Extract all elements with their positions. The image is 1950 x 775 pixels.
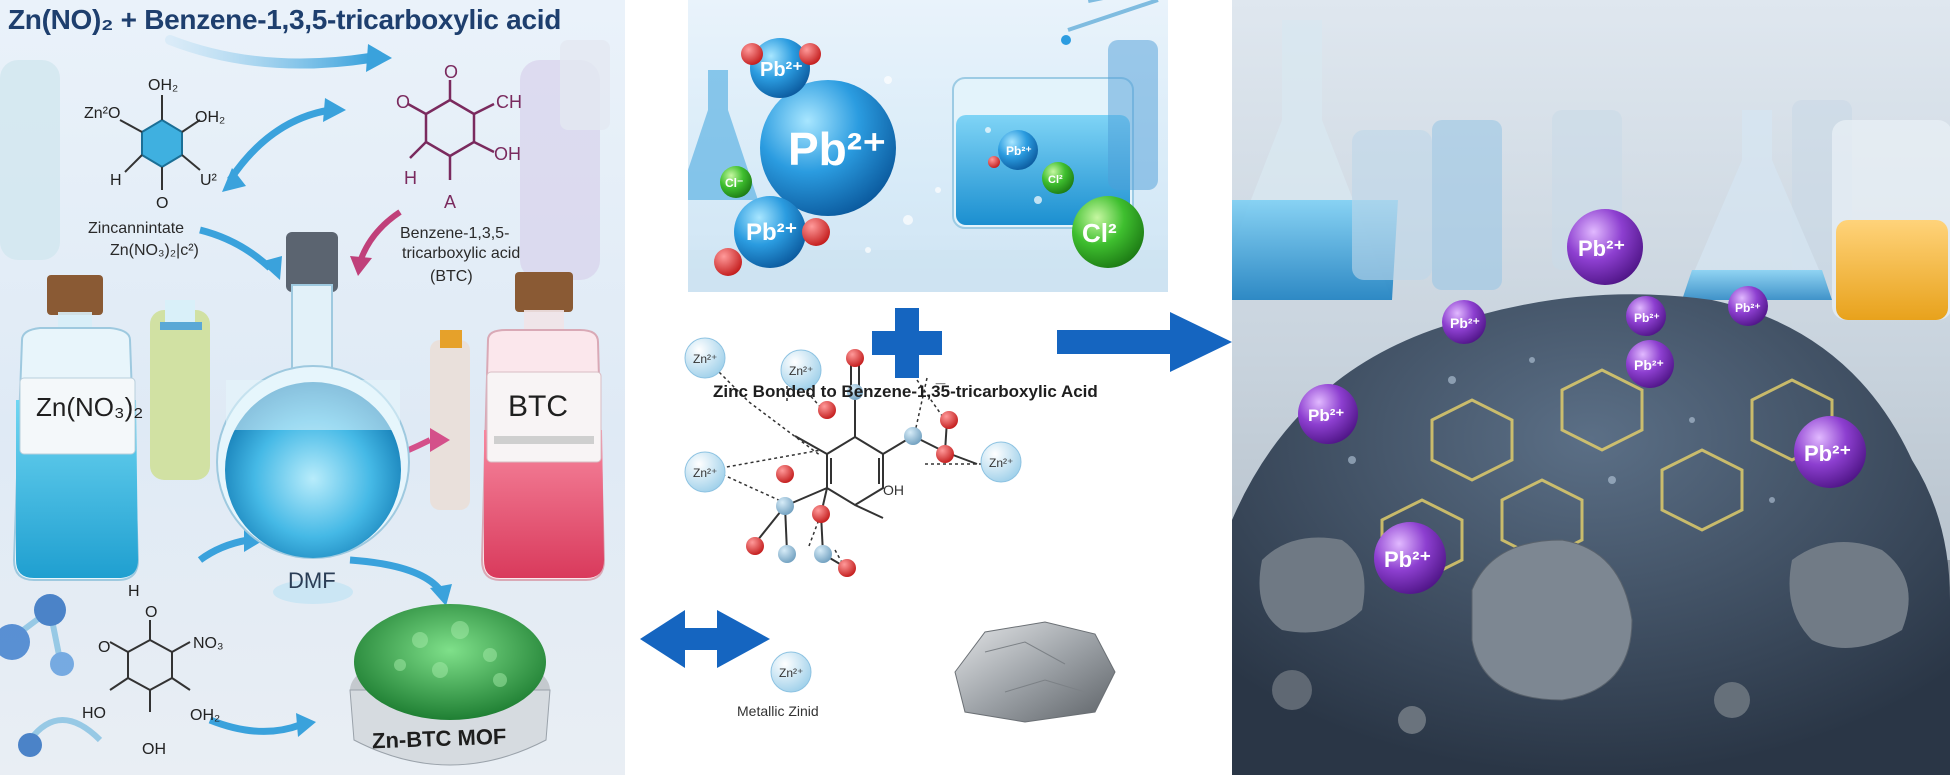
zn-ion: Zn²⁺	[684, 451, 726, 493]
ion-label: Pb²⁺	[788, 123, 886, 175]
pb-ion-label: Pb²⁺	[1634, 357, 1664, 373]
lead-solution-illustration: Pb²⁺ Pb²⁺ Pb²⁺ Pb²⁺ Cl² Cl²	[688, 0, 1168, 292]
zinc-bottle-label: Zn(NO₃)₂	[36, 392, 144, 422]
zn-ion: Zn²⁺	[980, 441, 1022, 483]
pb-ion: Pb²⁺	[1728, 286, 1768, 326]
mol-label: HO	[82, 705, 106, 722]
molecular-model	[0, 594, 103, 757]
bottom-molecule	[109, 620, 191, 712]
mol-label: NO₃	[193, 635, 224, 652]
ion-label: Cl²	[1048, 174, 1063, 186]
mof-label: Zn-BTC MOF	[371, 723, 507, 754]
mol-label: U²	[200, 172, 218, 189]
pb-ion-label: Pb²⁺	[1308, 406, 1344, 425]
dmf-label: DMF	[288, 568, 336, 593]
pb-ion: Pb²⁺	[1567, 209, 1643, 285]
mol-label: O	[145, 604, 157, 621]
zn-ion: Zn²⁺	[780, 349, 822, 391]
pb-ion-label: Pb²⁺	[1450, 315, 1480, 331]
mof-structure-area: Zn²⁺ Zn²⁺ Zn²⁺ Zn²⁺ Zn²⁺ OH Zinc Bonded …	[625, 292, 1232, 775]
btc-label-line1: Benzene-1,3,5-	[400, 225, 510, 242]
pb-ion-large: Pb²⁺	[760, 80, 896, 216]
mol-label: CH	[496, 92, 522, 112]
cl-ion-medium: Cl²	[1042, 162, 1074, 194]
mol-label: O	[156, 195, 168, 212]
ion-label: Pb²⁺	[746, 219, 797, 246]
synthesis-panel: Zn²O OH₂ OH₂ H O U² O O CH OH H A	[0, 0, 625, 775]
pb-ion-small: Pb²⁺	[988, 130, 1038, 170]
btc-bottle	[480, 272, 606, 581]
zinc-formula-label: Zn(NO₃)₂|c²)	[110, 242, 199, 259]
cl-ion-left: Cl⁻	[720, 166, 752, 198]
oh-label: OH	[883, 482, 904, 498]
reaction-header: Zn(NO)₂ + Benzene-1,3,5-tricarboxylic ac…	[8, 4, 562, 35]
pb-ion-label: Pb²⁺	[1384, 547, 1431, 572]
btc-molecule	[407, 80, 495, 180]
btc-zinc-molecule	[752, 362, 978, 568]
pb-ion: Pb²⁺	[1298, 384, 1358, 444]
zn-ion-label: Zn²⁺	[789, 364, 813, 378]
pb-ion-label: Pb²⁺	[1735, 301, 1761, 315]
metallic-zinc-label: Metallic Zinid	[737, 703, 819, 719]
zn-ion-label: Zn²⁺	[693, 352, 717, 366]
mol-label: H	[404, 168, 417, 188]
double-arrow-icon	[640, 610, 729, 668]
diagram-title: Zinc Bonded to Benzene-1,3̅5-tricarboxyl…	[713, 382, 1098, 401]
pb-ion: Pb²⁺	[1442, 300, 1486, 344]
pb-ion-top: Pb²⁺	[741, 38, 821, 98]
pb-ion: Pb²⁺	[1794, 416, 1866, 488]
zn-ion-label: Zn²⁺	[693, 466, 717, 480]
ion-label: Pb²⁺	[760, 59, 803, 81]
mol-label: OH₂	[195, 109, 225, 126]
pb-ion-bottom: Pb²⁺	[714, 196, 830, 276]
zinc-complex-molecule	[119, 95, 201, 190]
pb-ion: Pb²⁺	[1626, 296, 1666, 336]
mol-label: O	[98, 639, 110, 656]
mol-label: OH₂	[190, 707, 220, 724]
mol-label: OH	[494, 144, 521, 164]
lead-adsorption-panel: Pb²⁺ Pb²⁺ Pb²⁺ Pb²⁺ Pb²⁺ Pb²⁺ Pb²⁺ Pb²⁺	[1232, 0, 1950, 775]
ion-label: Pb²⁺	[1006, 144, 1032, 158]
pb-ion: Pb²⁺	[1626, 340, 1674, 388]
mol-label: O	[444, 62, 458, 82]
zinc-nitrate-bottle	[12, 275, 140, 581]
pb-ion-label: Pb²⁺	[1634, 311, 1660, 325]
right-arrow-icon	[1057, 312, 1232, 372]
lead-solution-panel: Pb²⁺ Pb²⁺ Pb²⁺ Pb²⁺ Cl² Cl²	[688, 0, 1168, 292]
mol-label: H	[110, 172, 122, 189]
mol-label: A	[444, 192, 456, 212]
zn-ion: Zn²⁺	[770, 651, 812, 693]
btc-bottle-label: BTC	[508, 390, 568, 423]
zn-ion-label: Zn²⁺	[779, 666, 803, 680]
pb-ion: Pb²⁺	[1374, 522, 1446, 594]
btc-label-line3: (BTC)	[430, 268, 473, 285]
cl-ion-large: Cl²	[1072, 196, 1144, 268]
mol-label: O	[396, 92, 410, 112]
btc-label-line2: tricarboxylic acid	[402, 245, 521, 262]
plus-icon	[872, 308, 942, 378]
mof-structure-diagram: Zn²⁺ Zn²⁺ Zn²⁺ Zn²⁺ Zn²⁺ OH	[640, 308, 1232, 723]
mof-dish	[349, 604, 551, 766]
mol-label: H	[128, 583, 140, 600]
zn-ion-label: Zn²⁺	[989, 456, 1013, 470]
zinc-label: Zincannintate	[88, 220, 185, 237]
dmf-flask	[216, 232, 410, 604]
ion-label: Cl²	[1082, 218, 1117, 248]
pb-ion-label: Pb²⁺	[1804, 441, 1851, 466]
pb-ion-label: Pb²⁺	[1578, 236, 1625, 261]
mol-label: Zn²O	[84, 105, 120, 122]
lead-adsorption-illustration: Pb²⁺ Pb²⁺ Pb²⁺ Pb²⁺ Pb²⁺ Pb²⁺ Pb²⁺ Pb²⁺	[1232, 20, 1950, 775]
mol-label: OH₂	[148, 77, 178, 94]
zn-ion: Zn²⁺	[684, 337, 726, 379]
mol-label: OH	[142, 741, 166, 758]
metallic-zinc-rock	[954, 621, 1116, 723]
ion-label: Cl⁻	[725, 176, 743, 190]
synthesis-illustration: Zn²O OH₂ OH₂ H O U² O O CH OH H A	[0, 35, 610, 766]
